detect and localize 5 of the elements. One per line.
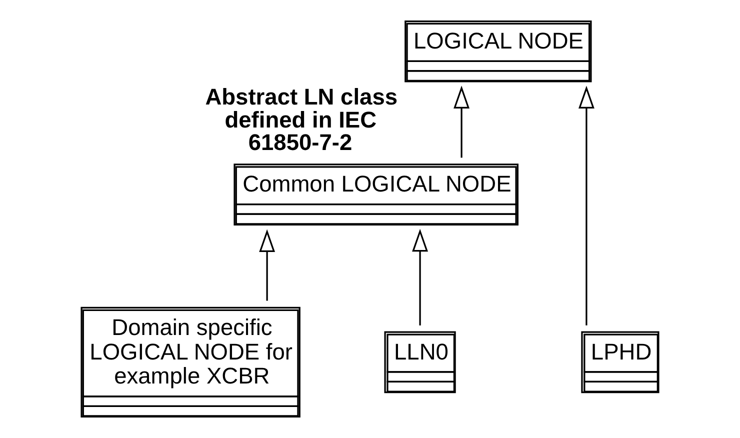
arrow [454,86,470,158]
arrow [578,86,594,326]
node-label: Abstract LN class defined in IEC 61850-7-2 [205,84,398,156]
arrow [412,228,428,326]
arrow [259,229,276,301]
